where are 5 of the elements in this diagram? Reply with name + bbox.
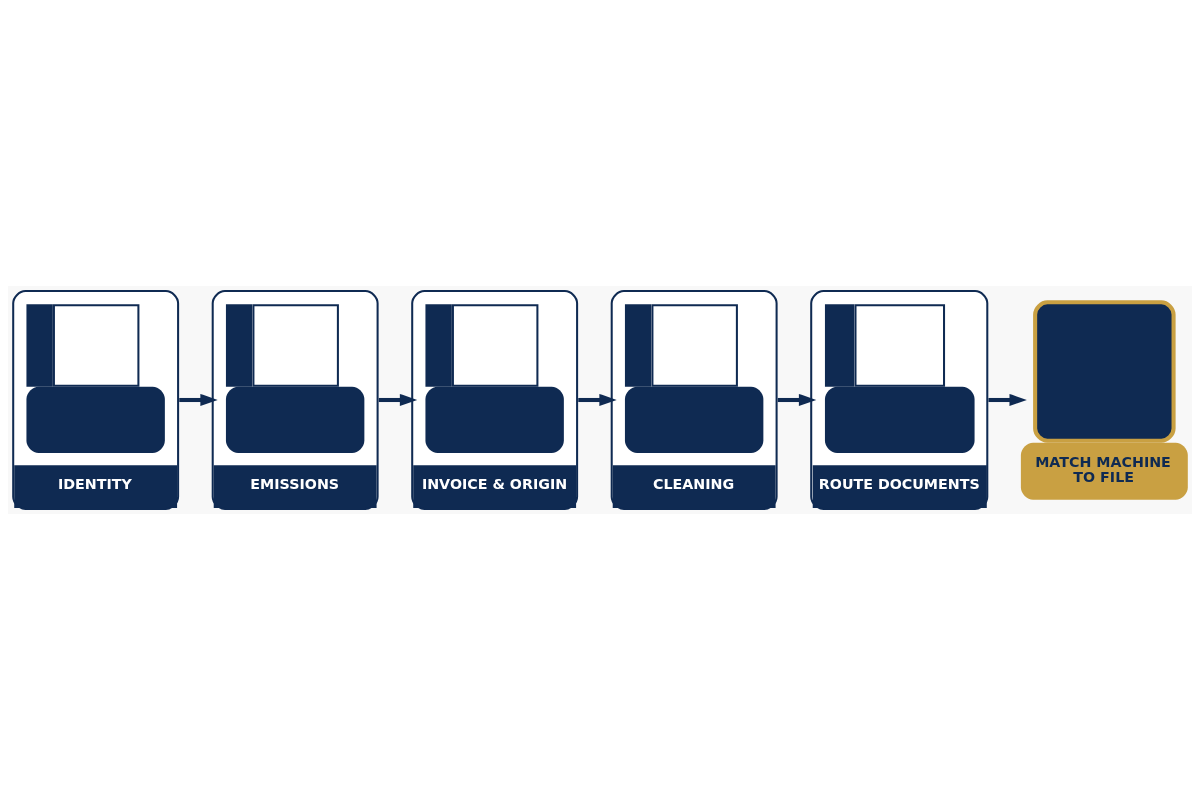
arrow <box>777 393 817 407</box>
arrow <box>578 393 617 407</box>
arrow <box>378 393 418 407</box>
arrow <box>179 393 218 407</box>
arrow <box>988 393 1027 407</box>
